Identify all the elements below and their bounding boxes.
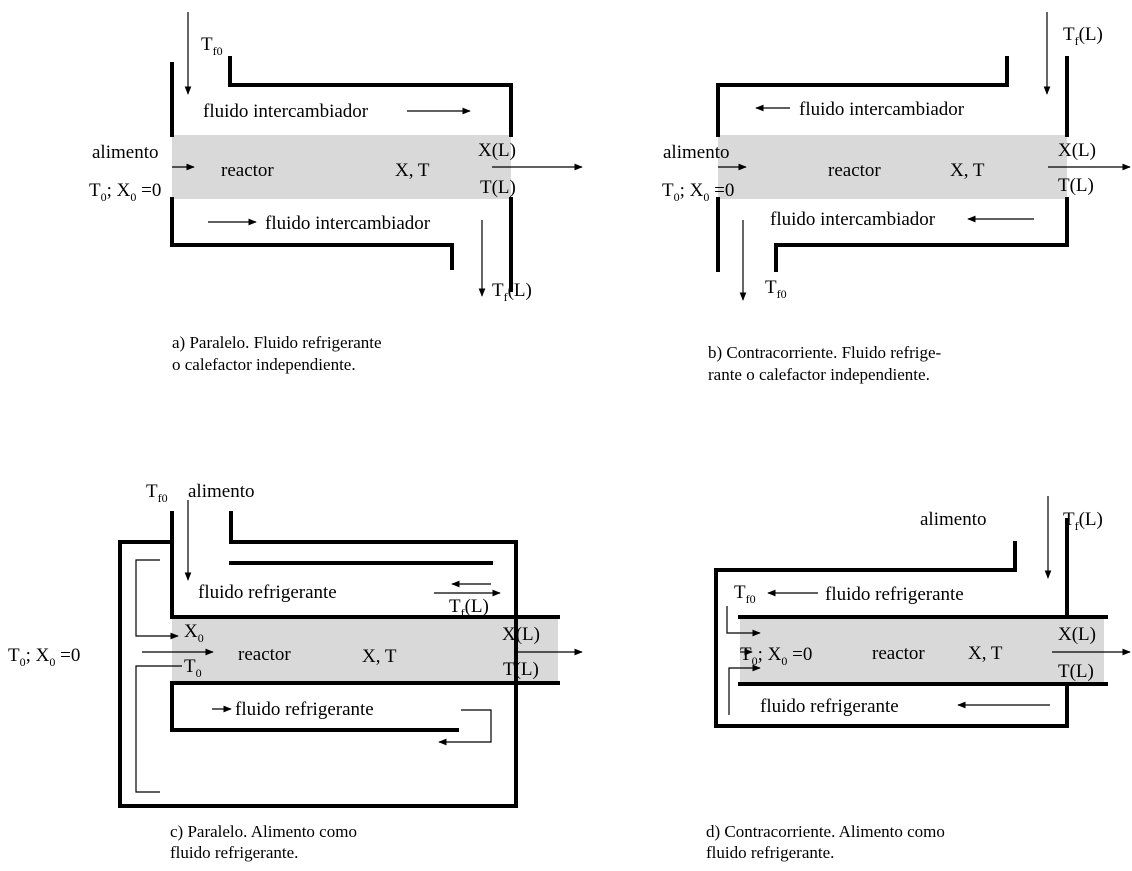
outer-shell-wall (714, 541, 1069, 728)
reactor-zone (718, 135, 1067, 199)
fluid-top-label: fluido intercambiador (203, 101, 369, 122)
outer-shell-wall (118, 511, 518, 808)
jacket-wall (774, 197, 1069, 272)
tf-label: Tf(L) (449, 596, 489, 620)
outlet-x-label: X(L) (478, 140, 516, 161)
feed-label: alimento (663, 142, 729, 163)
reactor-zone (740, 617, 1104, 684)
caption-line-2: o calefactor independiente. (172, 355, 356, 374)
state-label: X, T (968, 643, 1003, 664)
recycle-path (135, 665, 182, 793)
outlet-x-label: X(L) (1058, 624, 1096, 645)
feed-conditions: T0; X0 =0 (8, 645, 80, 669)
feed-label: alimento (188, 481, 254, 502)
state-label: X, T (950, 160, 985, 181)
recycle-path (726, 606, 761, 637)
reactor-label: reactor (828, 160, 881, 181)
outlet-t-label: T(L) (1058, 175, 1094, 196)
feed-label: alimento (92, 142, 158, 163)
inlet-label: Tf(L) (1063, 24, 1103, 48)
outlet-t-label: T(L) (503, 659, 539, 680)
caption-line-1: a) Paralelo. Fluido refrigerante (172, 333, 382, 352)
caption-line-1: d) Contracorriente. Alimento como (706, 822, 945, 841)
reactor-label: reactor (238, 644, 291, 665)
outlet-label: Tf0 (765, 277, 787, 301)
t0-label: T0 (184, 656, 202, 680)
fluid-top-label: fluido refrigerante (198, 582, 337, 603)
recycle-path (728, 664, 761, 715)
outlet-t-label: T(L) (1058, 661, 1094, 682)
fluid-bottom-label: fluido intercambiador (265, 213, 431, 234)
feed-conditions: T0; X0 =0 (89, 180, 161, 204)
feed-conditions: T0; X0 =0 (740, 644, 812, 668)
recycle-path (135, 559, 179, 640)
fluid-bottom-label: fluido refrigerante (760, 696, 899, 717)
feed-label: alimento (920, 509, 986, 530)
outer-shell-wall (229, 511, 518, 619)
feed-conditions: T0; X0 =0 (662, 180, 734, 204)
fluid-top-label: fluido intercambiador (799, 99, 965, 120)
inlet-label: Tf0 (201, 34, 223, 58)
state-label: X, T (362, 646, 397, 667)
panel-b-contracorriente-independiente: Tf(L) fluido intercambiador fluido inter… (662, 12, 1131, 384)
caption-line-1: c) Paralelo. Alimento como (170, 822, 357, 841)
outlet-x-label: X(L) (1058, 140, 1096, 161)
flow-arrow (438, 709, 492, 746)
fluid-top-label: fluido refrigerante (825, 584, 964, 605)
caption-line-2: fluido refrigerante. (706, 843, 834, 862)
jacket-wall (170, 681, 459, 732)
x0-label: X0 (184, 621, 204, 645)
inlet-label: Tf0 (146, 481, 168, 505)
reactor-zone (172, 617, 558, 683)
caption-line-1: b) Contracorriente. Fluido refrige- (708, 343, 942, 362)
jacket-wall (228, 56, 513, 137)
state-label: X, T (395, 160, 430, 181)
tf0-label: Tf0 (734, 582, 756, 606)
reactor-label: reactor (872, 643, 925, 664)
panel-c-paralelo-alimento: Tf0 alimento fluido refrigerante Tf(L) T… (8, 481, 583, 862)
jacket-wall (716, 56, 1009, 137)
reactor-zone (172, 135, 511, 199)
caption-line-2: fluido refrigerante. (170, 843, 298, 862)
caption-line-2: rante o calefactor independiente. (708, 365, 930, 384)
jacket-wall (170, 197, 454, 270)
reactor-label: reactor (221, 160, 274, 181)
fluid-bottom-label: fluido intercambiador (770, 209, 936, 230)
inlet-label: Tf(L) (1063, 509, 1103, 533)
outlet-t-label: T(L) (480, 177, 516, 198)
outlet-x-label: X(L) (502, 624, 540, 645)
panel-d-contracorriente-alimento: alimento Tf(L) Tf0 fluido refrigerante T… (706, 496, 1131, 862)
panel-a-paralelo-independiente: Tf0 fluido intercambiador fluido interca… (89, 12, 583, 374)
outlet-label: Tf(L) (492, 280, 532, 304)
fluid-bottom-label: fluido refrigerante (235, 699, 374, 720)
